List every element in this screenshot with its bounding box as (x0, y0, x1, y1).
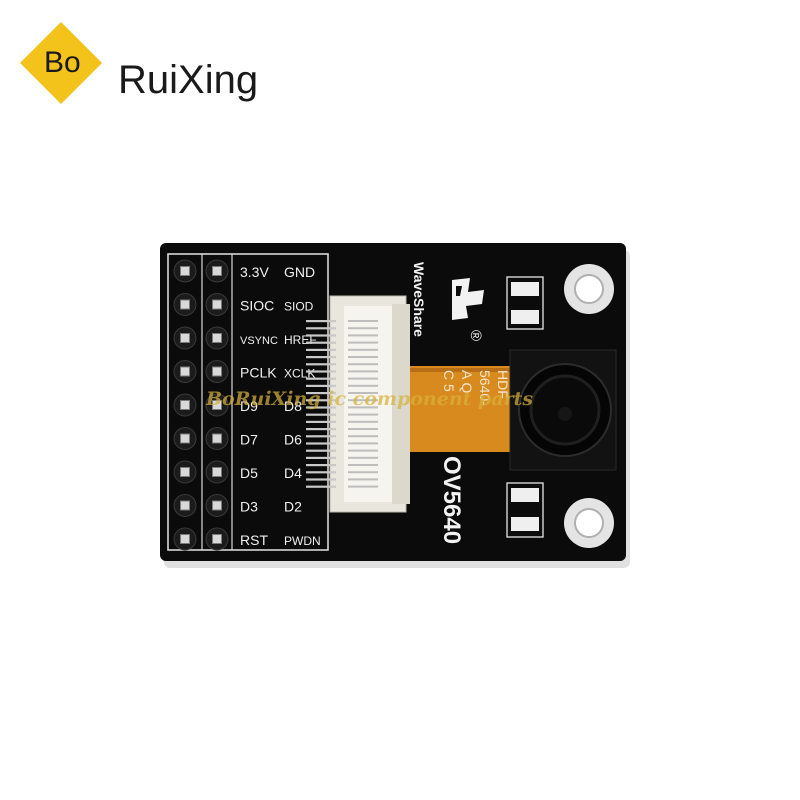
pin-label-right-2: SIOD (284, 300, 314, 314)
header-pin-9 (173, 393, 197, 417)
header-silkscreen-outline (167, 253, 329, 551)
sensor-marking-line-4: C 5 (441, 370, 457, 392)
header-pin-2 (205, 259, 229, 283)
header-pin-8 (205, 360, 229, 383)
header-pin-5 (173, 326, 197, 350)
fpc-connector (306, 295, 410, 513)
flex-cable (410, 366, 514, 452)
smd-pads-bottom (506, 482, 544, 538)
header-pin-4 (205, 293, 229, 316)
pin-label-right-5: D8 (284, 398, 302, 414)
camera-lens (509, 349, 617, 471)
pin-label-left-7: D5 (240, 465, 258, 481)
pin-label-right-6: D6 (284, 432, 302, 448)
pin-label-right-1: GND (284, 264, 315, 280)
logo-brand-name: RuiXing (118, 58, 259, 102)
brand-logo: Bo RuiXing (19, 21, 312, 118)
registered-mark: ® (467, 330, 484, 341)
pin-label-right-4: XCLK (284, 367, 315, 381)
header-pin-15 (173, 494, 197, 517)
pin-label-left-1: 3.3V (240, 264, 269, 280)
sensor-marking-line-2: 5640- (477, 370, 493, 406)
pin-header (173, 259, 229, 551)
header-pin-6 (205, 326, 229, 350)
pin-label-left-5: D9 (240, 398, 258, 414)
watermark-text: BoRuiXing ic component parts (206, 388, 534, 410)
manufacturer-label: WaveShare (411, 262, 427, 337)
pin-label-right-8: D2 (284, 499, 302, 515)
sensor-marking-line-1: HDF (495, 370, 511, 399)
header-pin-18 (205, 527, 229, 551)
pin-label-left-2: SIOC (240, 298, 274, 314)
mounting-hole-bottom (564, 498, 614, 548)
pin-label-left-8: D3 (240, 499, 258, 515)
sensor-marking-line-3: A Q (459, 370, 475, 393)
header-pin-11 (173, 427, 197, 450)
header-pin-3 (173, 293, 197, 316)
header-pin-7 (173, 360, 197, 383)
module-name-label: OV5640 (438, 456, 465, 544)
mounting-hole-top (564, 264, 614, 314)
header-pin-17 (173, 527, 197, 551)
header-pin-16 (205, 494, 229, 517)
header-pin-14 (205, 460, 229, 484)
header-pin-13 (173, 460, 197, 484)
pin-label-right-9: PWDN (284, 534, 321, 548)
logo-badge-text: Bo (44, 46, 81, 79)
pin-label-right-7: D4 (284, 465, 302, 481)
header-pin-12 (205, 427, 229, 450)
pin-label-left-4: PCLK (240, 365, 277, 381)
pin-label-left-3: VSYNC (240, 335, 278, 347)
pin-label-left-6: D7 (240, 432, 258, 448)
smd-pads-top (506, 276, 544, 330)
waveshare-logo-icon (452, 278, 484, 320)
pin-label-left-9: RST (240, 532, 268, 548)
header-pin-10 (205, 393, 229, 417)
header-pin-1 (173, 259, 197, 283)
